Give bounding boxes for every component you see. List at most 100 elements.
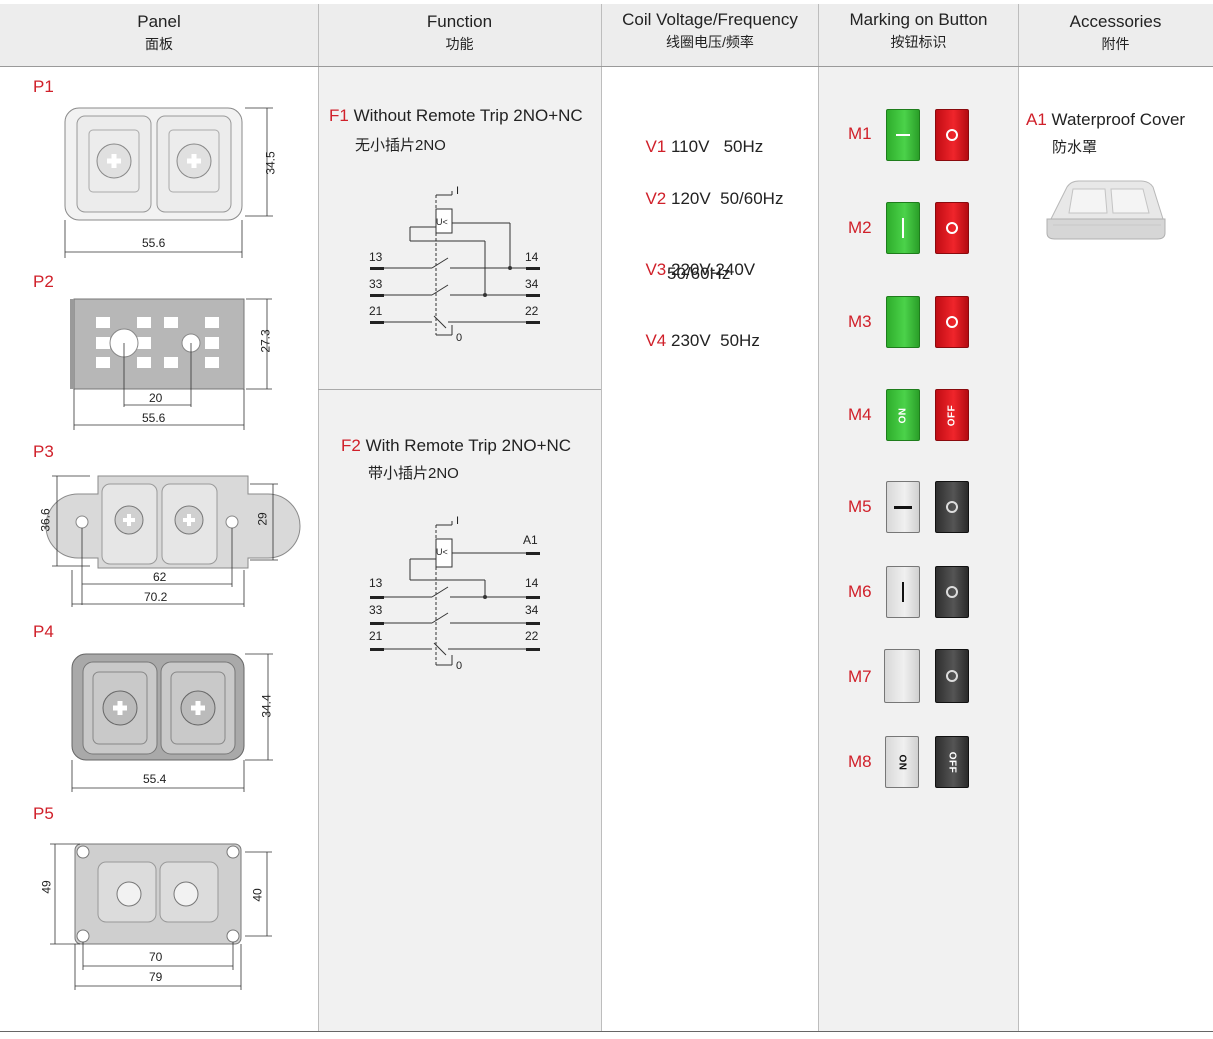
marking-code-m3: M3 [848,312,872,331]
panel-p3-drawing [45,475,301,607]
panel-p5-drawing [50,843,272,990]
f1-term-33: 33 [369,277,383,291]
m5-off-button [935,481,969,533]
m1-on-button [886,109,920,161]
m3-off-button [935,296,969,348]
ring-icon [946,129,958,141]
marking-code-m5: M5 [848,497,872,516]
m2-on-button [886,202,920,254]
p3-inner-width-dim: 62 [153,570,167,584]
f2-term-34: 34 [525,603,539,617]
function-f2: F2 With Remote Trip 2NO+NC [341,436,572,455]
function-f2-zh: 带小插片2NO [368,465,459,482]
f2-circuit-diagram [370,521,540,666]
bar-icon [902,582,904,602]
p3-height-right-dim: 29 [255,512,270,526]
p2-width-dim: 55.6 [142,411,166,425]
m7-on-button [884,649,920,703]
m6-off-button [935,566,969,618]
f2-term-a1: A1 [523,533,538,547]
header-rule [0,66,1213,67]
column-divider [818,4,819,1031]
f1-term-21: 21 [369,304,383,318]
panel-p1-drawing [64,107,273,258]
f2-term-14: 14 [525,576,539,590]
panel-p2-drawing [70,298,272,430]
p3-height-left-dim: 36.6 [38,508,53,532]
p5-width-dim: 79 [149,970,163,984]
f1-coil-label: U< [436,217,448,227]
panel-code-p1: P1 [33,77,54,96]
marking-code-m1: M1 [848,124,872,143]
f1-term-34: 34 [525,277,539,291]
m8-on-button: ON [885,736,919,788]
f1-top-label: I [456,185,460,197]
voltage-v1: V1 110V 50Hz [645,137,764,156]
p5-height-right-dim: 40 [250,888,265,902]
p3-width-dim: 70.2 [144,590,168,604]
voltage-v2: V2 120V 50/60Hz [645,189,784,208]
f2-top-label: I [456,515,460,527]
column-divider [318,4,319,1031]
ring-icon [946,586,958,598]
f2-term-13: 13 [369,576,383,590]
p2-height-dim: 27.3 [258,329,273,353]
column-divider [1018,4,1019,1031]
f2-term-22: 22 [525,629,539,643]
function-row-divider [318,389,601,390]
marking-code-m4: M4 [848,405,872,424]
m4-on-button: ON [886,389,920,441]
marking-code-m8: M8 [848,752,872,771]
p5-inner-width-dim: 70 [149,950,163,964]
m4-off-button: OFF [935,389,969,441]
p2-spacing-dim: 20 [149,391,163,405]
table-bottom-rule [0,1031,1213,1032]
dash-icon [896,134,910,136]
table-header [0,4,1213,66]
p1-width-dim: 55.6 [142,236,166,250]
m7-off-button [935,649,969,703]
p5-height-left-dim: 49 [39,880,54,894]
accessory-a1: A1 Waterproof Cover [1026,110,1186,129]
m5-on-button [886,481,920,533]
m1-off-button [935,109,969,161]
f1-term-13: 13 [369,250,383,264]
m3-on-button [886,296,920,348]
f1-circuit-diagram [370,191,540,336]
accessory-a1-zh: 防水罩 [1052,139,1098,156]
marking-code-m6: M6 [848,582,872,601]
panel-code-p4: P4 [33,622,54,641]
function-f1-zh: 无小插片2NO [355,137,446,154]
voltage-v3-line2: 50/60Hz [667,264,731,283]
ring-icon [946,501,958,513]
panel-code-p3: P3 [33,442,54,461]
f2-term-21: 21 [369,629,383,643]
ring-icon [946,670,958,682]
p4-height-dim: 34.4 [259,694,274,718]
f1-term-14: 14 [525,250,539,264]
function-column-bg [318,67,601,1031]
panel-p4-drawing [71,653,273,792]
panel-code-p2: P2 [33,272,54,291]
ring-icon [946,222,958,234]
m8-off-button: OFF [935,736,969,788]
f2-coil-label: U< [436,547,448,557]
f1-bottom-label: 0 [456,332,463,344]
panel-code-p5: P5 [33,804,54,823]
f2-term-33: 33 [369,603,383,617]
bar-icon [902,218,904,238]
f1-term-22: 22 [525,304,539,318]
waterproof-cover-image [1046,180,1166,240]
f2-bottom-label: 0 [456,660,463,672]
voltage-v3: V3 220V-240V [645,260,756,279]
marking-code-m2: M2 [848,218,872,237]
dash-icon [894,505,912,509]
p1-height-dim: 34.5 [263,151,278,175]
column-divider [601,4,602,1031]
m6-on-button [886,566,920,618]
